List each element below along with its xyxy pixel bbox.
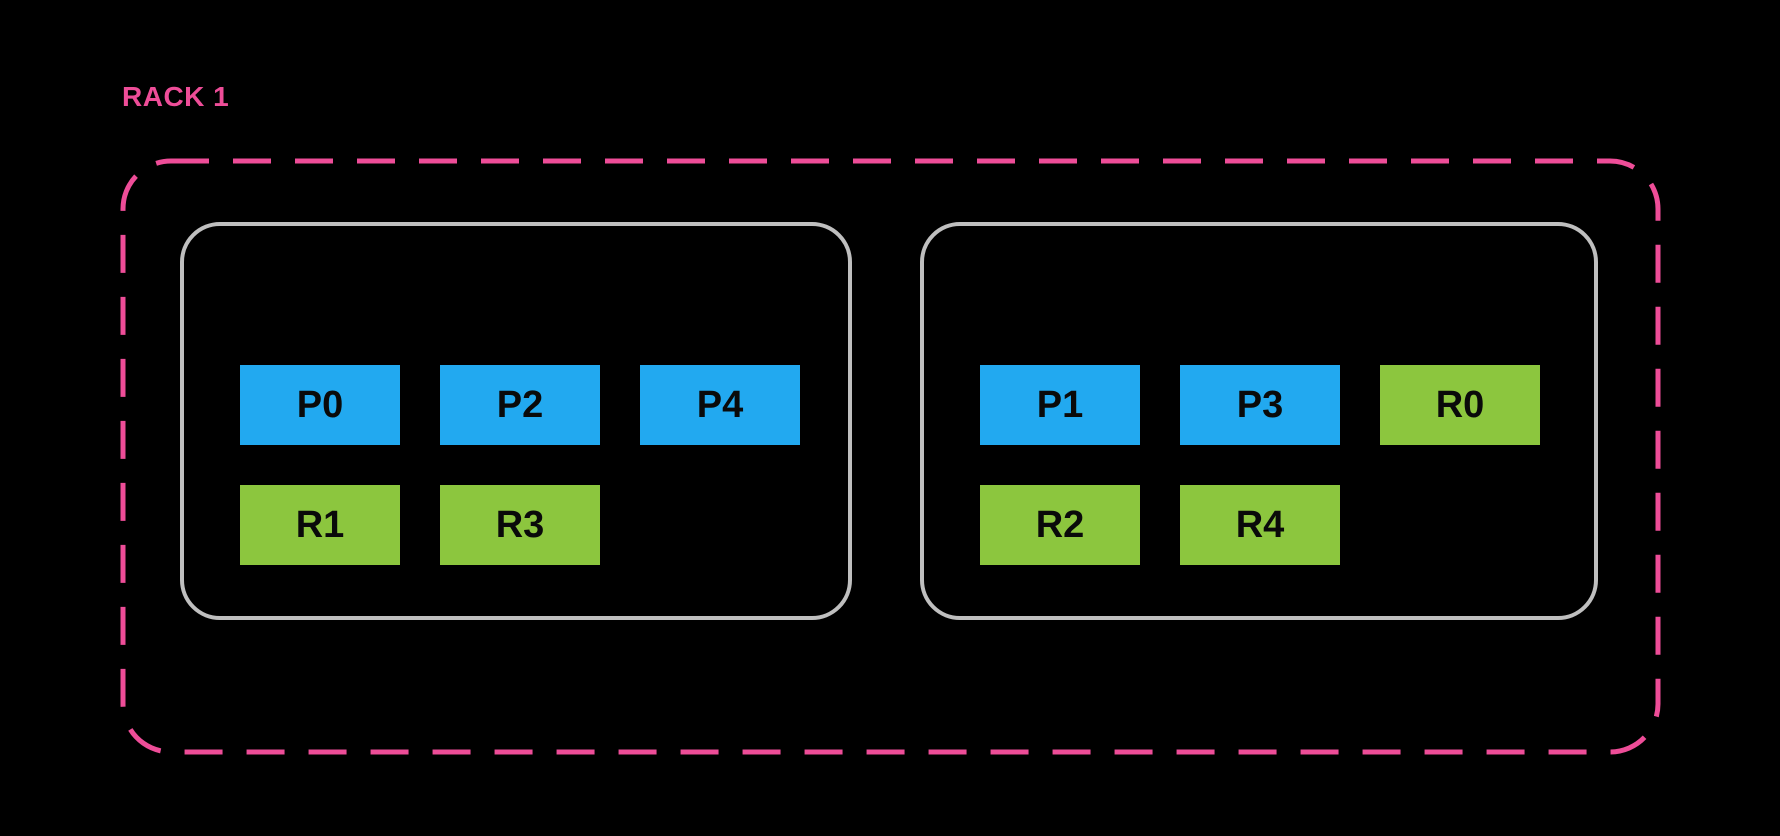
shard-p0: P0 [240,365,400,445]
node-1: P0 P2 P4 R1 R3 [180,222,852,620]
shard-r2: R2 [980,485,1140,565]
shard-r3: R3 [440,485,600,565]
shard-r0: R0 [1380,365,1540,445]
shard-p3: P3 [1180,365,1340,445]
node-2: P1 P3 R0 R2 R4 [920,222,1598,620]
shard-r4: R4 [1180,485,1340,565]
rack-label: RACK 1 [122,81,230,112]
shard-r1: R1 [240,485,400,565]
rack-boundary [120,158,1661,755]
shard-p1: P1 [980,365,1140,445]
shard-p2: P2 [440,365,600,445]
shard-p4: P4 [640,365,800,445]
